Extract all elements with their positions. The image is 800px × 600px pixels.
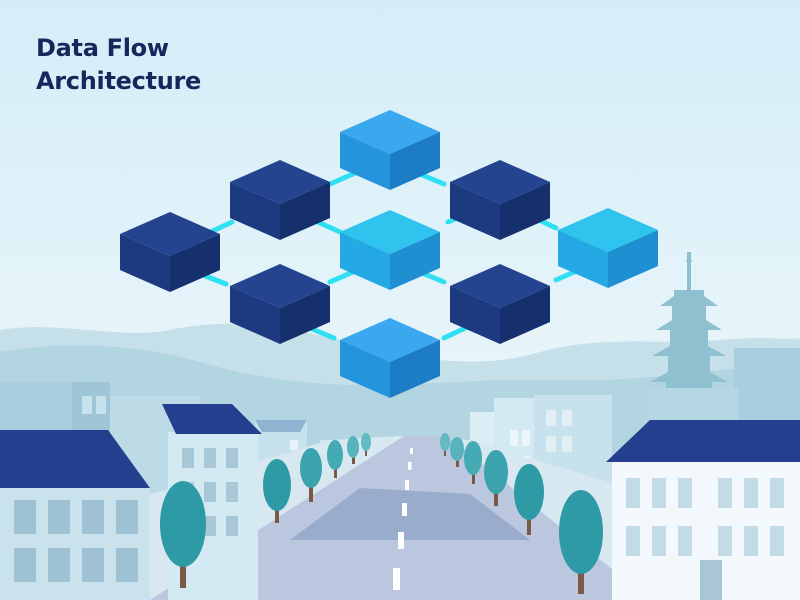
- page-title: Data Flow Architecture: [36, 32, 201, 98]
- title-line-2: Architecture: [36, 67, 201, 95]
- building-right-front: [606, 420, 800, 600]
- tree-icon: [514, 464, 544, 535]
- tree-icon: [263, 459, 291, 523]
- tree-icon: [450, 437, 464, 467]
- tree-icon: [559, 490, 603, 594]
- street-trees: [160, 433, 603, 594]
- road-shadow: [290, 488, 530, 540]
- tree-icon: [464, 441, 482, 484]
- tree-icon: [327, 440, 343, 478]
- tree-icon: [484, 450, 508, 506]
- cube-network-icon: [120, 110, 658, 398]
- road-lane-markings: [393, 448, 413, 590]
- tree-icon: [300, 448, 322, 502]
- title-line-1: Data Flow: [36, 34, 169, 62]
- tree-icon: [361, 433, 371, 456]
- building-left-front: [0, 430, 150, 600]
- tree-icon: [440, 433, 450, 456]
- tree-icon: [160, 481, 206, 588]
- tree-icon: [347, 436, 359, 464]
